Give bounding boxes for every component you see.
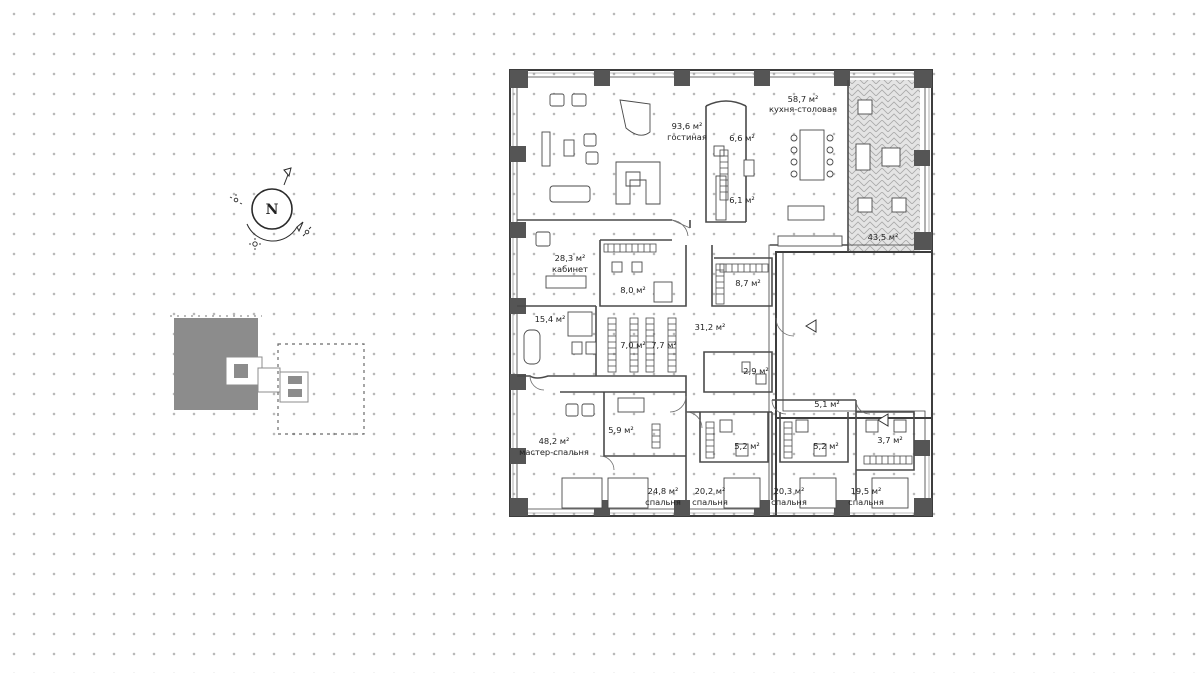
compass-circle xyxy=(251,188,293,230)
apartment-plan: 93,6 м² гостиная 58,7 м² кухня-столовая … xyxy=(509,69,933,517)
room-area-wardrobe-b: 7,0 м² xyxy=(620,340,645,350)
room-area-corridor: 5,1 м² xyxy=(814,399,839,409)
compass-arc-icon xyxy=(246,223,298,242)
doors xyxy=(529,219,871,471)
room-area-bedroom-1: 24,8 м² xyxy=(648,486,679,496)
room-name-master-bedroom: мастер-спальня xyxy=(519,447,589,457)
windows xyxy=(512,72,930,514)
key-plan xyxy=(170,315,365,435)
key-plan-link xyxy=(257,367,281,393)
room-name-study: кабинет xyxy=(552,264,588,274)
room-name-kitchen: кухня-столовая xyxy=(769,104,837,114)
room-name-bedroom-4: спальня xyxy=(848,497,884,507)
room-area-bath-b: 5,9 м² xyxy=(608,425,633,435)
room-area-kitchen: 58,7 м² xyxy=(788,94,819,104)
room-area-bath-master: 15,4 м² xyxy=(535,314,566,324)
room-name-bedroom-3: спальня xyxy=(771,497,807,507)
compass-rose: N xyxy=(229,167,312,250)
sunrise-icon xyxy=(229,194,243,205)
room-area-bedroom-3: 20,3 м² xyxy=(774,486,805,496)
room-area-bedroom-2: 20,2 м² xyxy=(695,486,726,496)
north-label: N xyxy=(266,202,279,218)
room-name-living: гостиная xyxy=(667,132,707,142)
furniture xyxy=(523,93,909,509)
room-area-wardrobe-a: 8,7 м² xyxy=(735,278,760,288)
north-arrow-icon xyxy=(283,167,292,178)
interior-walls xyxy=(517,80,915,500)
room-area-hall: 31,2 м² xyxy=(695,322,726,332)
room-area-storage-b: 6,1 м² xyxy=(729,195,754,205)
room-area-wc: 2,9 м² xyxy=(743,366,768,376)
sun-icon xyxy=(249,238,261,250)
room-area-bedroom-4: 19,5 м² xyxy=(851,486,882,496)
key-plan-building-outline xyxy=(277,343,365,435)
entrance-arrow-icon xyxy=(805,319,817,333)
room-area-bath-c: 5,2 м² xyxy=(734,441,759,451)
room-area-terrace: 43,5 м² xyxy=(868,232,899,242)
room-area-living: 93,6 м² xyxy=(672,121,703,131)
room-name-bedroom-2: спальня xyxy=(692,497,728,507)
room-area-study: 28,3 м² xyxy=(555,253,586,263)
room-area-bath-d: 5,2 м² xyxy=(813,441,838,451)
sunset-icon xyxy=(302,226,312,237)
room-area-bath-study: 8,0 м² xyxy=(620,285,645,295)
room-area-storage-a: 6,6 м² xyxy=(729,133,754,143)
room-area-master-bedroom: 48,2 м² xyxy=(539,436,570,446)
entrance-arrow-icon xyxy=(877,413,889,427)
room-area-bath-e: 3,7 м² xyxy=(877,435,902,445)
structural-columns xyxy=(510,70,932,516)
room-name-bedroom-1: спальня xyxy=(645,497,681,507)
room-area-wardrobe-c: 7,7 м² xyxy=(651,340,676,350)
wardrobe-racks xyxy=(603,149,913,465)
room-labels: 93,6 м² гостиная 58,7 м² кухня-столовая … xyxy=(519,94,903,507)
